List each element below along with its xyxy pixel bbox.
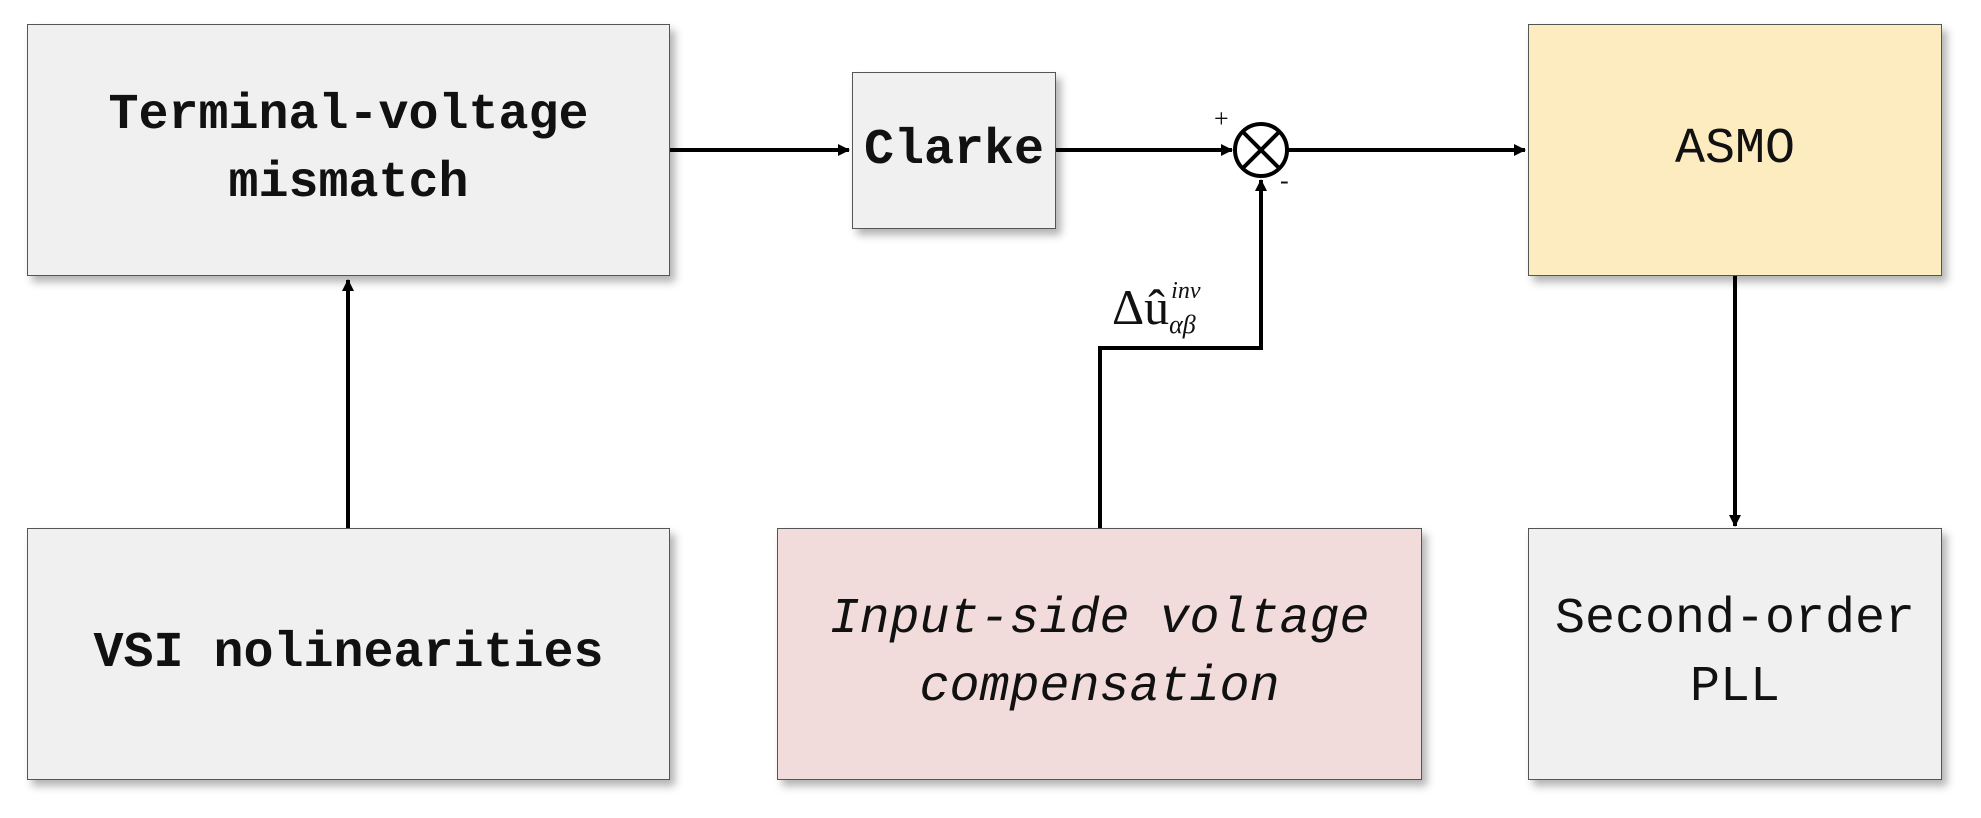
vsi-nonlinearities-block: VSI nolinearities (27, 528, 670, 780)
minus-sign: - (1280, 166, 1289, 195)
wire-compensation-to-sum (1098, 179, 1267, 528)
plus-sign: + (1214, 104, 1229, 133)
asmo-block: ASMO (1528, 24, 1942, 276)
second-order-pll-block: Second-order PLL (1528, 528, 1942, 780)
signal-label-delta-u: Δû inv αβ (1112, 278, 1239, 339)
summing-junction (1233, 122, 1289, 178)
terminal-voltage-mismatch-block: Terminal-voltage mismatch (27, 24, 670, 276)
asmo-label: ASMO (1674, 121, 1796, 178)
clarke-label: Clarke (863, 121, 1045, 179)
clarke-block: Clarke (852, 72, 1056, 229)
input-side-compensation-block: Input-side voltage compensation (777, 528, 1422, 780)
signal-label-sub-sup: inv αβ (1169, 278, 1239, 339)
signal-label-base: Δû (1112, 279, 1170, 335)
vsi-nonlinearities-label: VSI nolinearities (93, 625, 604, 682)
terminal-voltage-mismatch-label: Terminal-voltage mismatch (108, 87, 589, 212)
second-order-pll-label: Second-order PLL (1554, 591, 1916, 716)
signal-label-subscript: αβ (1169, 310, 1196, 339)
signal-label-superscript: inv (1171, 278, 1201, 304)
input-side-compensation-label: Input-side voltage compensation (829, 591, 1370, 716)
